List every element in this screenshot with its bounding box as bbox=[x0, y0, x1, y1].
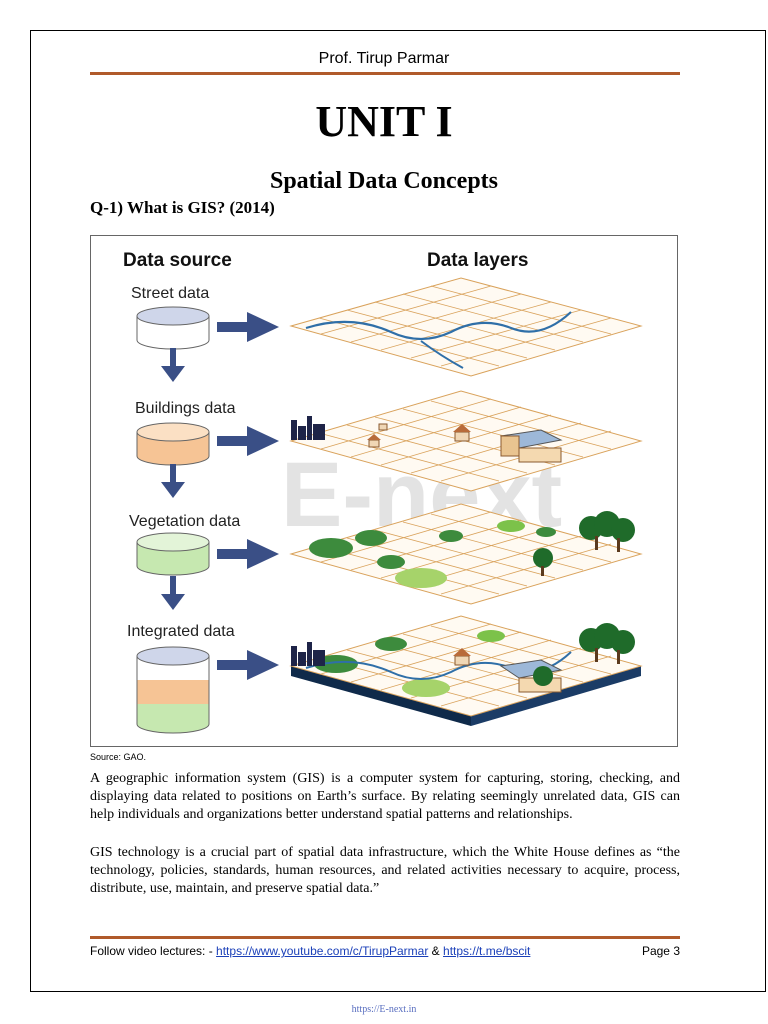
source-label-vegetation: Vegetation data bbox=[129, 513, 240, 530]
footer-rule bbox=[90, 936, 680, 939]
integrated-layer bbox=[289, 615, 643, 726]
buildings-layer bbox=[289, 390, 643, 492]
vegetation-layer bbox=[289, 503, 643, 605]
source-label-buildings: Buildings data bbox=[135, 400, 236, 417]
footer-amp: & bbox=[428, 944, 444, 958]
integrated-database-icon bbox=[136, 646, 210, 734]
source-label-integrated: Integrated data bbox=[127, 623, 235, 640]
site-url[interactable]: https://E-next.in bbox=[351, 1004, 417, 1015]
unit-title: UNIT I bbox=[315, 97, 453, 146]
page-number: Page 3 bbox=[641, 944, 680, 958]
paragraph-gis-definition: A geographic information system (GIS) is… bbox=[90, 771, 680, 822]
telegram-link[interactable]: https://t.me/bscit bbox=[443, 944, 531, 958]
paragraph-gis-technology: GIS technology is a crucial part of spat… bbox=[90, 845, 680, 896]
section-title: Spatial Data Concepts bbox=[269, 168, 498, 194]
data-layers-heading: Data layers bbox=[427, 250, 528, 271]
street-database-icon bbox=[136, 306, 210, 350]
header-author: Prof. Tirup Parmar bbox=[318, 50, 450, 67]
footer: Follow video lectures: - https://www.you… bbox=[90, 944, 680, 958]
gis-layers-figure: E-next Data source Data layers Street da… bbox=[90, 235, 678, 747]
right-arrow-icons bbox=[217, 312, 279, 680]
down-arrow-icons bbox=[161, 348, 185, 610]
footer-prefix: Follow video lectures: - bbox=[90, 944, 217, 958]
page-border bbox=[30, 30, 766, 992]
street-layer bbox=[289, 277, 643, 377]
data-source-heading: Data source bbox=[123, 250, 232, 271]
header-rule bbox=[90, 72, 680, 75]
gis-layers-diagram: E-next Data source Data layers Street da… bbox=[123, 250, 643, 734]
figure-source-note: Source: GAO. bbox=[90, 752, 147, 762]
question-heading: Q-1) What is GIS? (2014) bbox=[90, 198, 275, 217]
youtube-link[interactable]: https://www.youtube.com/c/TirupParmar bbox=[216, 944, 429, 958]
vegetation-database-icon bbox=[136, 532, 210, 576]
source-label-street: Street data bbox=[131, 285, 209, 302]
buildings-database-icon bbox=[136, 422, 210, 466]
